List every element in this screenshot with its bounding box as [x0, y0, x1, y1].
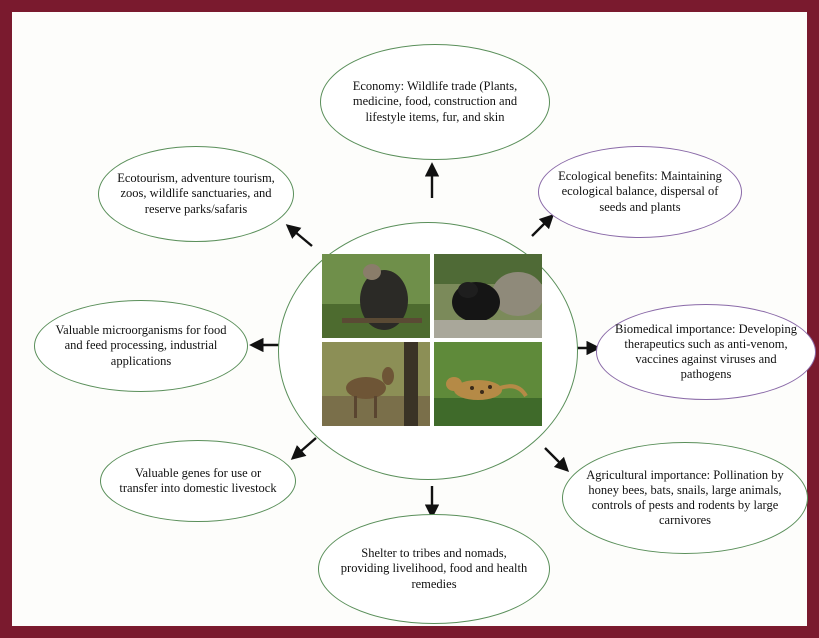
node-shelter-text: Shelter to tribes and nomads, providing … [340, 546, 528, 591]
node-biomedical-importance-text: Biomedical importance: Developing therap… [615, 321, 797, 382]
arrow-ecological [531, 213, 555, 237]
leopard-photo [434, 342, 542, 426]
node-valuable-genes: Valuable genes for use or transfer into … [100, 440, 296, 522]
node-shelter: Shelter to tribes and nomads, providing … [318, 514, 550, 624]
node-valuable-genes-text: Valuable genes for use or transfer into … [119, 465, 277, 495]
node-ecological-benefits-text: Ecological benefits: Maintaining ecologi… [558, 169, 722, 214]
vulture-photo [322, 254, 430, 338]
node-microorganisms: Valuable microorganisms for food and fee… [34, 300, 248, 392]
arrow-ecotourism [285, 224, 313, 247]
arrow-agricultural [544, 447, 570, 473]
node-agricultural-importance-text: Agricultural importance: Pollination by … [586, 467, 784, 528]
node-ecotourism-text: Ecotourism, adventure tourism, zoos, wil… [117, 171, 275, 216]
node-ecological-benefits: Ecological benefits: Maintaining ecologi… [538, 146, 742, 238]
node-ecotourism: Ecotourism, adventure tourism, zoos, wil… [98, 146, 294, 242]
node-agricultural-importance: Agricultural importance: Pollination by … [562, 442, 808, 554]
node-biomedical-importance: Biomedical importance: Developing therap… [596, 304, 816, 400]
deer-photo [322, 342, 430, 426]
node-economy-text: Economy: Wildlife trade (Plants, medicin… [352, 79, 518, 124]
wildlife-photo-grid [322, 254, 542, 426]
node-economy: Economy: Wildlife trade (Plants, medicin… [320, 44, 550, 160]
arrow-genes [290, 437, 317, 460]
bear-photo [434, 254, 542, 338]
node-microorganisms-text: Valuable microorganisms for food and fee… [55, 323, 227, 368]
